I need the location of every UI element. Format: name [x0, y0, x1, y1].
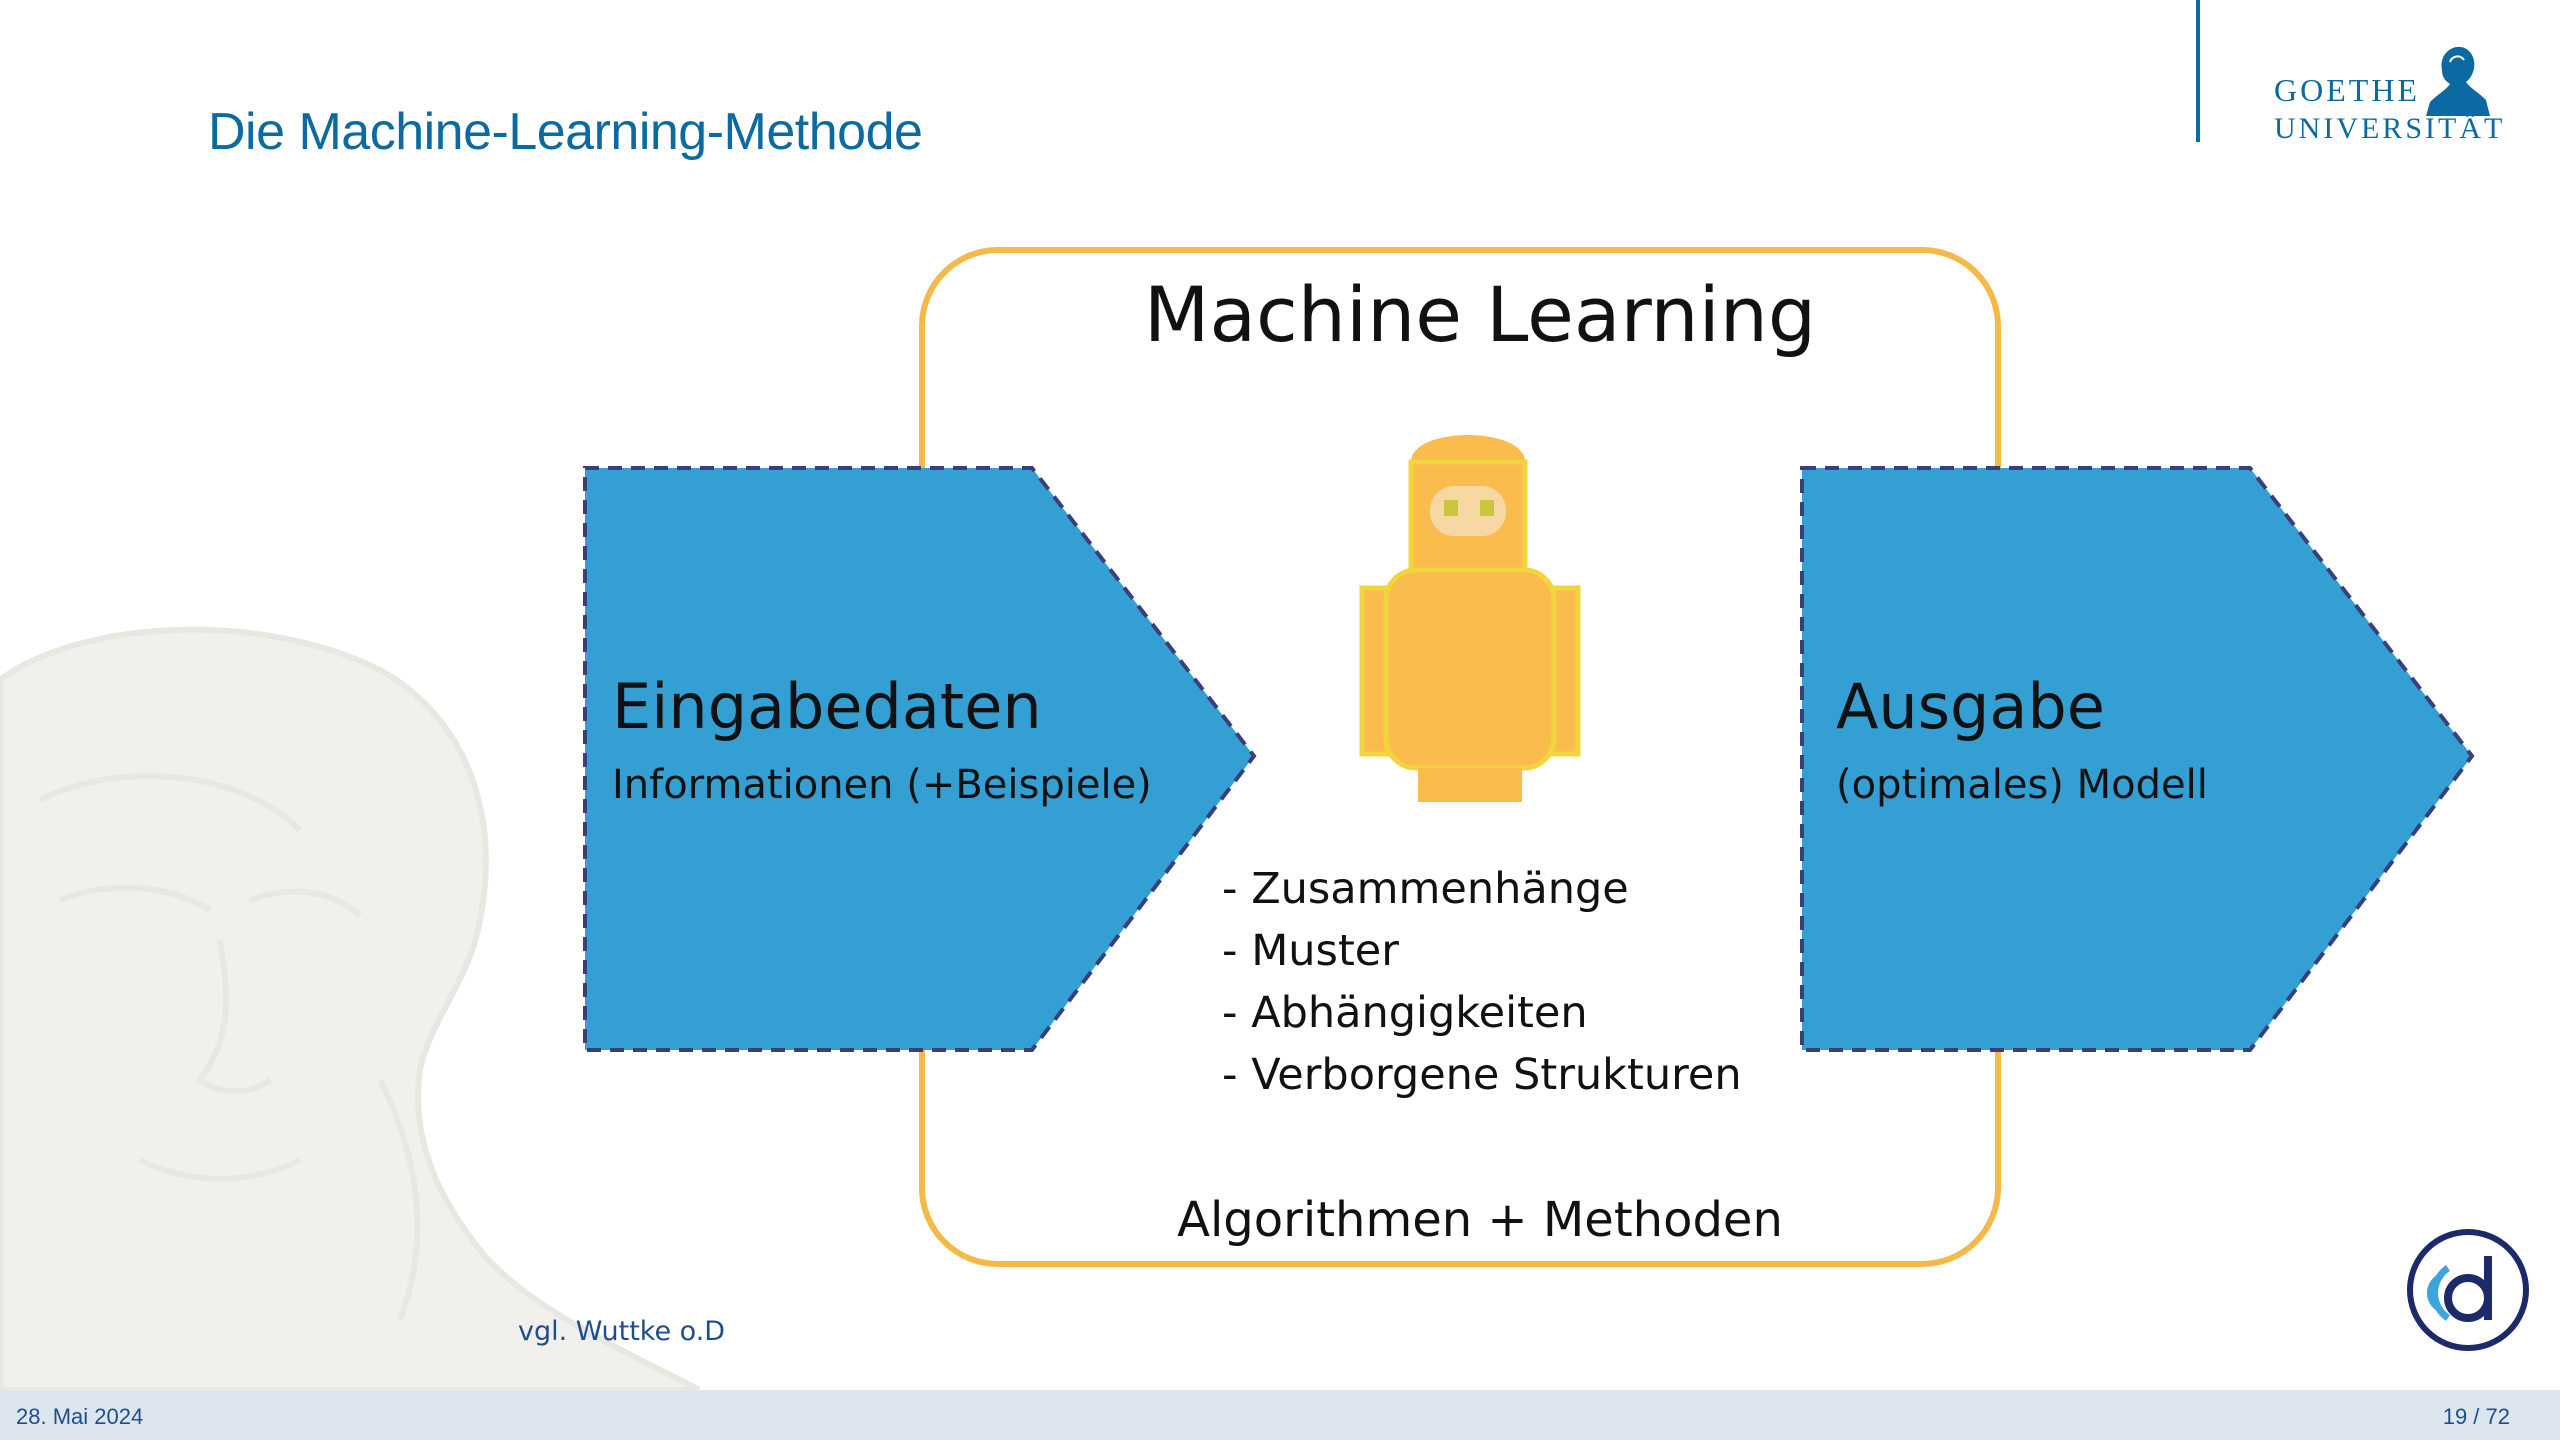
- list-item: Abhängigkeiten: [1222, 982, 1742, 1044]
- list-item: Zusammenhänge: [1222, 858, 1742, 920]
- logo-text-line2: UNIVERSITÄT: [2274, 112, 2506, 145]
- logo-text-line1: GOETHE: [2274, 72, 2420, 108]
- output-title: Ausgabe: [1836, 670, 2105, 743]
- goethe-bust-icon: [2426, 46, 2490, 116]
- input-title: Eingabedaten: [612, 670, 1042, 743]
- ml-title: Machine Learning: [1143, 270, 1817, 359]
- input-subtitle: Informationen (+Beispiele): [612, 762, 1152, 808]
- page-number: 19 / 72: [2442, 1404, 2510, 1429]
- footer-date: 28. Mai 2024: [16, 1404, 144, 1429]
- output-subtitle: (optimales) Modell: [1836, 762, 2208, 808]
- input-arrow: [583, 466, 1257, 1052]
- algorithms-label: Algorithmen + Methoden: [1177, 1192, 1783, 1248]
- output-arrow: [1800, 466, 2475, 1052]
- portrait-watermark-icon: [0, 626, 700, 1390]
- citation: vgl. Wuttke o.D: [518, 1316, 726, 1347]
- list-item: Muster: [1222, 920, 1742, 982]
- header-divider: [2196, 0, 2200, 142]
- d-logo-icon: [2407, 1229, 2529, 1351]
- slide-title: Die Machine-Learning-Methode: [208, 103, 923, 161]
- robot-icon: [1359, 435, 1581, 802]
- list-item: Verborgene Strukturen: [1222, 1044, 1741, 1106]
- footer-bar: 28. Mai 2024 19 / 72: [0, 1390, 2560, 1440]
- bullet-list: Zusammenhänge Muster Abhängigkeiten Verb…: [1222, 858, 1742, 1106]
